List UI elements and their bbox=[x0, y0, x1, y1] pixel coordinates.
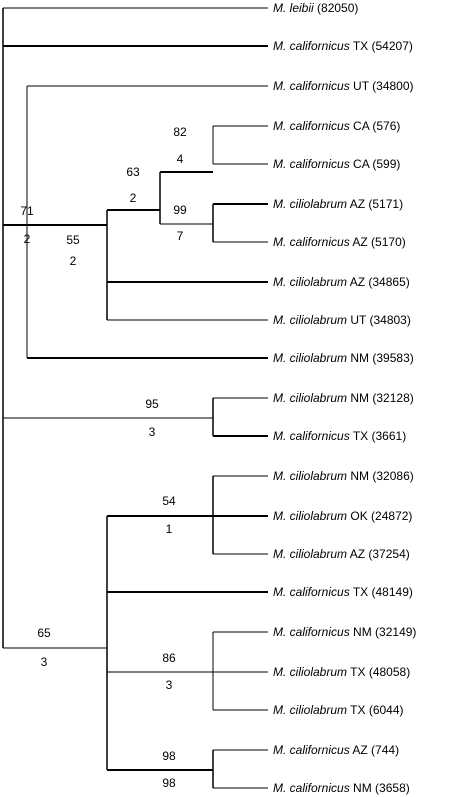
node-63-top: 63 bbox=[126, 165, 140, 179]
node-63-bottom: 2 bbox=[130, 191, 137, 205]
node-55-top: 55 bbox=[66, 233, 80, 247]
taxon-label: M. ciliolabrum UT (34803) bbox=[273, 313, 411, 327]
node-65-top: 65 bbox=[37, 626, 51, 640]
node-95-top: 95 bbox=[145, 397, 159, 411]
taxon-label: M. californicus TX (54207) bbox=[273, 39, 413, 53]
node-65-bottom: 3 bbox=[41, 655, 48, 669]
taxon-label: M. californicus TX (48149) bbox=[273, 585, 413, 599]
node-support-labels: 71 2 55 2 63 2 82 4 99 7 95 3 54 1 65 3 … bbox=[20, 125, 187, 790]
node-55-bottom: 2 bbox=[70, 254, 77, 268]
node-86-bottom: 3 bbox=[166, 678, 173, 692]
taxon-label: M. californicus AZ (5170) bbox=[273, 235, 406, 249]
node-99-bottom: 7 bbox=[177, 229, 184, 243]
taxon-label: M. californicus NM (32149) bbox=[273, 625, 416, 639]
node-71-bottom: 2 bbox=[24, 232, 31, 246]
node-99-top: 99 bbox=[173, 203, 187, 217]
node-82-bottom: 4 bbox=[177, 152, 184, 166]
node-82-top: 82 bbox=[173, 125, 187, 139]
taxon-label: M. ciliolabrum AZ (37254) bbox=[273, 547, 410, 561]
node-86-top: 86 bbox=[162, 651, 176, 665]
taxon-label: M. ciliolabrum NM (32086) bbox=[273, 469, 414, 483]
taxon-labels: M. leibii (82050) M. californicus TX (54… bbox=[273, 1, 416, 795]
taxon-label: M. californicus CA (576) bbox=[273, 119, 400, 133]
taxon-label: M. ciliolabrum TX (6044) bbox=[273, 703, 404, 717]
taxon-label: M. ciliolabrum AZ (5171) bbox=[273, 197, 403, 211]
node-54-top: 54 bbox=[162, 494, 176, 508]
node-71-top: 71 bbox=[20, 204, 34, 218]
taxon-label: M. ciliolabrum TX (48058) bbox=[273, 665, 410, 679]
node-54-bottom: 1 bbox=[166, 522, 173, 536]
taxon-label: M. ciliolabrum NM (32128) bbox=[273, 391, 414, 405]
taxon-label: M. californicus UT (34800) bbox=[273, 79, 414, 93]
taxon-label: M. californicus AZ (744) bbox=[273, 743, 399, 757]
node-95-bottom: 3 bbox=[149, 425, 156, 439]
taxon-label: M. ciliolabrum NM (39583) bbox=[273, 351, 414, 365]
node-98-top: 98 bbox=[162, 749, 176, 763]
taxon-label: M. californicus CA (599) bbox=[273, 157, 400, 171]
taxon-label: M. ciliolabrum OK (24872) bbox=[273, 509, 412, 523]
taxon-label: M. californicus TX (3661) bbox=[273, 429, 406, 443]
node-98-bottom: 98 bbox=[162, 776, 176, 790]
taxon-label: M. californicus NM (3658) bbox=[273, 781, 410, 795]
taxon-label: M. leibii (82050) bbox=[273, 1, 358, 15]
taxon-label: M. ciliolabrum AZ (34865) bbox=[273, 275, 410, 289]
